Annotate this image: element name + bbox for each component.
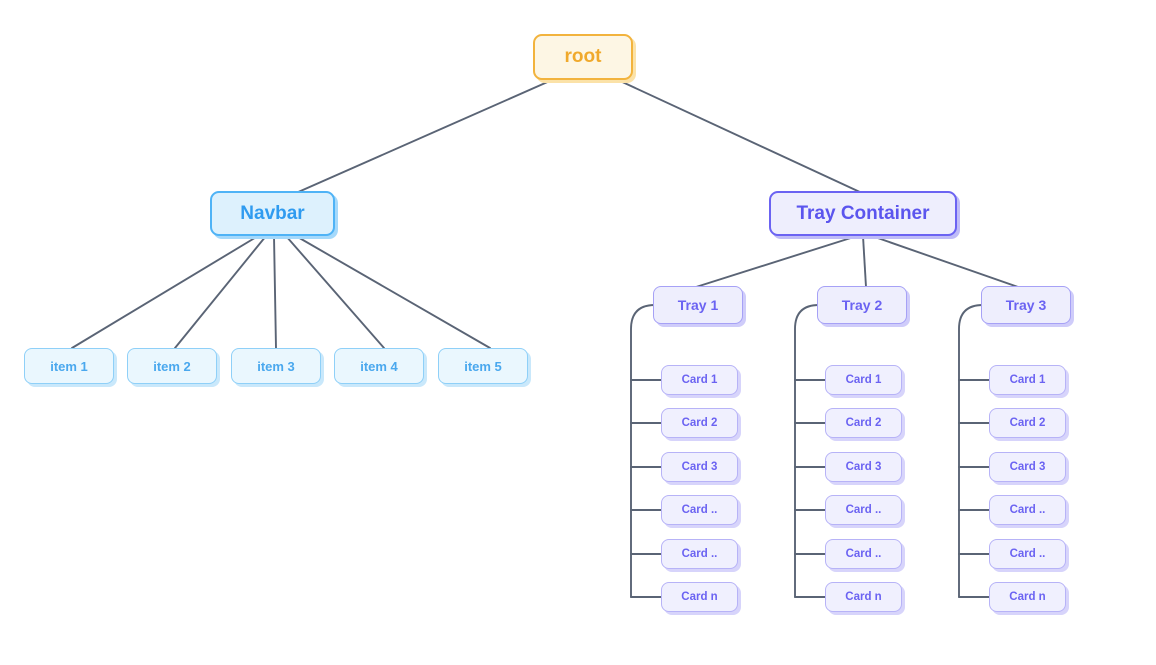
node-item-5[interactable]: item 5 [438, 348, 528, 384]
node-item-2[interactable]: item 2 [127, 348, 217, 384]
node-tray-1-card-5[interactable]: Card .. [661, 539, 738, 569]
edge-tray-container-tray-2 [862, 235, 867, 288]
node-tray-2-card-1[interactable]: Card 1 [825, 365, 902, 395]
node-navbar[interactable]: Navbar [210, 191, 335, 236]
node-tray-2-card-5[interactable]: Card .. [825, 539, 902, 569]
node-tray-1-card-3[interactable]: Card 3 [661, 452, 738, 482]
node-item-1[interactable]: item 1 [24, 348, 114, 384]
edge-root-navbar [295, 79, 553, 194]
node-tray-3-card-1[interactable]: Card 1 [989, 365, 1066, 395]
node-tray-3[interactable]: Tray 3 [981, 286, 1071, 324]
node-tray-1-card-4[interactable]: Card .. [661, 495, 738, 525]
node-root[interactable]: root [533, 34, 633, 80]
node-tray-2-card-4[interactable]: Card .. [825, 495, 902, 525]
edge-navbar-item-4 [285, 235, 385, 349]
node-tray-3-card-6[interactable]: Card n [989, 582, 1066, 612]
node-tray-2-card-2[interactable]: Card 2 [825, 408, 902, 438]
edge-navbar-item-2 [174, 235, 267, 349]
node-tray-3-card-4[interactable]: Card .. [989, 495, 1066, 525]
node-tray-container[interactable]: Tray Container [769, 191, 957, 236]
node-tray-2-card-3[interactable]: Card 3 [825, 452, 902, 482]
node-tray-2-card-6[interactable]: Card n [825, 582, 902, 612]
edge-tray-container-tray-3 [871, 235, 1019, 288]
edge-navbar-item-1 [71, 235, 259, 349]
node-tray-1-card-1[interactable]: Card 1 [661, 365, 738, 395]
node-item-3[interactable]: item 3 [231, 348, 321, 384]
edge-root-tray-container [617, 79, 863, 194]
node-tray-2[interactable]: Tray 2 [817, 286, 907, 324]
spine-tray-3 [958, 304, 984, 598]
spine-tray-1 [630, 304, 656, 598]
node-tray-1-card-2[interactable]: Card 2 [661, 408, 738, 438]
node-item-4[interactable]: item 4 [334, 348, 424, 384]
node-tray-3-card-5[interactable]: Card .. [989, 539, 1066, 569]
node-tray-3-card-3[interactable]: Card 3 [989, 452, 1066, 482]
spine-tray-2 [794, 304, 820, 598]
edge-navbar-item-5 [295, 235, 491, 349]
node-tray-1-card-6[interactable]: Card n [661, 582, 738, 612]
node-tray-1[interactable]: Tray 1 [653, 286, 743, 324]
node-tray-3-card-2[interactable]: Card 2 [989, 408, 1066, 438]
edge-navbar-item-3 [273, 235, 277, 349]
edge-tray-container-tray-1 [695, 235, 858, 288]
